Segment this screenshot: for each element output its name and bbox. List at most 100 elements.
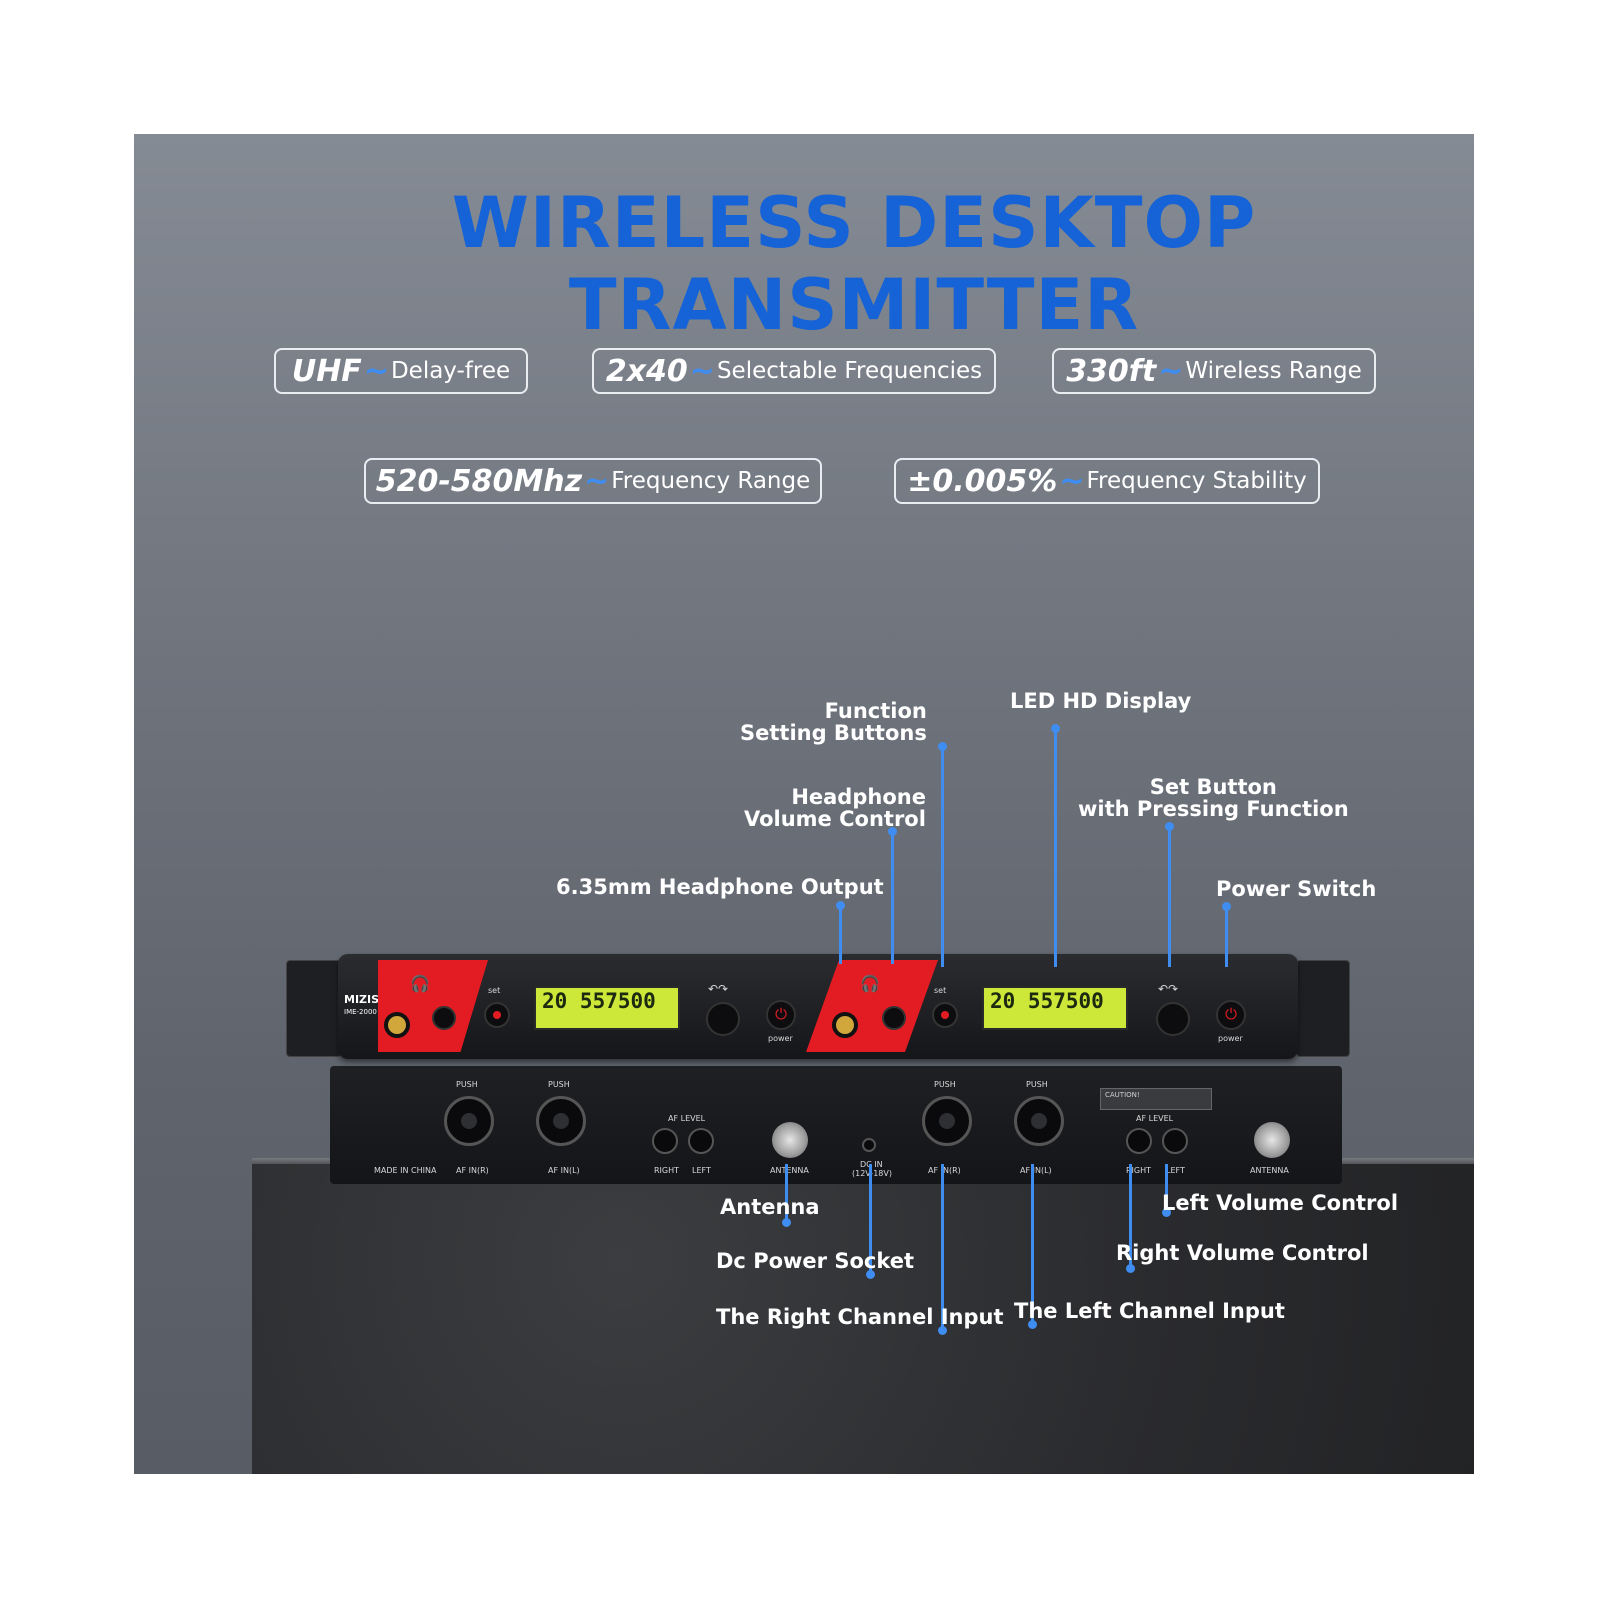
feature-desc: Wireless Range — [1185, 358, 1362, 384]
right-label: RIGHT — [654, 1166, 680, 1175]
leader-dot — [1028, 1320, 1037, 1329]
caution-text: CAUTION! — [1105, 1091, 1140, 1099]
leader-dc-power — [869, 1164, 872, 1274]
leader-headphone-output — [839, 904, 842, 964]
af-in-l-label: AF IN(L) — [1020, 1166, 1052, 1175]
callout-left-channel-input: The Left Channel Input — [1014, 1299, 1285, 1323]
right-volume-knob-1[interactable] — [652, 1128, 678, 1154]
leader-left-volume — [1165, 1164, 1168, 1212]
leader-right-volume — [1129, 1164, 1132, 1268]
callout-set-button: Set Button with Pressing Function — [1078, 776, 1349, 820]
tilde-icon: ~ — [1158, 353, 1184, 389]
callout-right-volume: Right Volume Control — [1116, 1241, 1369, 1265]
caution-sticker: CAUTION! — [1100, 1088, 1212, 1110]
callout-antenna: Antenna — [720, 1195, 820, 1219]
leader-antenna — [785, 1164, 788, 1222]
led-display-2: 20 557500 — [982, 986, 1128, 1030]
feature-desc: Frequency Stability — [1086, 468, 1307, 494]
tilde-icon: ~ — [1059, 463, 1085, 499]
leader-dot — [782, 1218, 791, 1227]
transmitter-rear-panel: MADE IN CHINA PUSH AF IN(R) PUSH AF IN(L… — [330, 1066, 1342, 1184]
callout-headphone-volume: Headphone Volume Control — [744, 786, 926, 830]
power-label: power — [1218, 1034, 1243, 1043]
leader-right-channel-input — [941, 1164, 944, 1332]
callout-power-switch: Power Switch — [1216, 877, 1377, 901]
headphone-volume-knob-2[interactable] — [882, 1006, 906, 1030]
xlr-input-left-2[interactable] — [1014, 1096, 1064, 1146]
dc-power-socket[interactable] — [862, 1138, 876, 1152]
feature-value: 330ft — [1066, 353, 1157, 389]
left-volume-knob-1[interactable] — [688, 1128, 714, 1154]
af-level-label: AF LEVEL — [668, 1114, 706, 1123]
power-icon[interactable]: ⏻ — [1216, 1000, 1246, 1030]
leader-headphone-volume — [891, 830, 894, 964]
antenna-label: ANTENNA — [1250, 1166, 1289, 1175]
xlr-input-right-1[interactable] — [444, 1096, 494, 1146]
rotate-arrows-icon: ↶↷ — [708, 982, 729, 996]
af-in-r-label: AF IN(R) — [928, 1166, 961, 1175]
function-setting-button-2[interactable] — [932, 1002, 958, 1028]
af-in-r-label: AF IN(R) — [456, 1166, 489, 1175]
leader-dot — [938, 1326, 947, 1335]
callout-led-display: LED HD Display — [1010, 689, 1192, 713]
callout-text: Set Button — [1149, 775, 1277, 799]
callout-text: with Pressing Function — [1078, 797, 1349, 821]
product-panel: WIRELESS DESKTOP TRANSMITTER UHF~Delay-f… — [134, 134, 1474, 1474]
function-setting-button-1[interactable] — [484, 1002, 510, 1028]
channel-1-red-panel — [378, 960, 488, 1052]
feature-value: 2x40 — [605, 353, 688, 389]
feature-value: 520-580Mhz — [375, 463, 583, 499]
left-volume-knob-2[interactable] — [1162, 1128, 1188, 1154]
leader-set-button — [1168, 825, 1171, 967]
left-label: LEFT — [692, 1166, 711, 1175]
leader-function-setting — [941, 745, 944, 967]
leader-left-channel-input — [1031, 1164, 1034, 1326]
model-number: IME-2000 — [344, 1008, 377, 1016]
set-knob-1[interactable] — [706, 1002, 740, 1036]
push-label: PUSH — [548, 1080, 570, 1089]
headphone-output-1[interactable] — [384, 1012, 410, 1038]
antenna-connector-1[interactable] — [772, 1122, 808, 1158]
led-display-1: 20 557500 — [534, 986, 680, 1030]
antenna-connector-2[interactable] — [1254, 1122, 1290, 1158]
feature-pill-stability: ±0.005%~Frequency Stability — [894, 458, 1320, 504]
af-level-label: AF LEVEL — [1136, 1114, 1174, 1123]
speaker-cabinet — [252, 1164, 1474, 1474]
set-label: set — [488, 986, 501, 995]
power-label: power — [768, 1034, 793, 1043]
headphone-icon: 🎧 — [860, 974, 880, 993]
feature-desc: Selectable Frequencies — [716, 358, 983, 384]
page-title: WIRELESS DESKTOP TRANSMITTER — [451, 182, 1257, 346]
right-volume-knob-2[interactable] — [1126, 1128, 1152, 1154]
feature-pill-range: 330ft~Wireless Range — [1052, 348, 1376, 394]
tilde-icon: ~ — [584, 463, 610, 499]
push-label: PUSH — [456, 1080, 478, 1089]
feature-pill-uhf: UHF~Delay-free — [274, 348, 528, 394]
callout-left-volume: Left Volume Control — [1162, 1191, 1399, 1215]
rotate-arrows-icon: ↶↷ — [1158, 982, 1179, 996]
headphone-output-2[interactable] — [832, 1012, 858, 1038]
set-knob-2[interactable] — [1156, 1002, 1190, 1036]
tilde-icon: ~ — [689, 353, 715, 389]
xlr-input-left-1[interactable] — [536, 1096, 586, 1146]
xlr-input-right-2[interactable] — [922, 1096, 972, 1146]
right-label: RIGHT — [1126, 1166, 1152, 1175]
left-label: LEFT — [1166, 1166, 1185, 1175]
callout-right-channel-input: The Right Channel Input — [716, 1305, 1004, 1329]
feature-value: UHF — [291, 353, 362, 389]
push-label: PUSH — [1026, 1080, 1048, 1089]
headphone-volume-knob-1[interactable] — [432, 1006, 456, 1030]
callout-text: Headphone — [791, 785, 926, 809]
leader-dot — [866, 1270, 875, 1279]
callout-headphone-output: 6.35mm Headphone Output — [556, 875, 884, 899]
feature-value: ±0.005% — [907, 463, 1058, 499]
power-icon[interactable]: ⏻ — [766, 1000, 796, 1030]
leader-dot — [1126, 1264, 1135, 1273]
push-label: PUSH — [934, 1080, 956, 1089]
feature-pill-frequency-range: 520-580Mhz~Frequency Range — [364, 458, 822, 504]
feature-desc: Delay-free — [390, 358, 511, 384]
tilde-icon: ~ — [363, 353, 389, 389]
callout-text: Setting Buttons — [740, 721, 927, 745]
leader-power-switch — [1225, 905, 1228, 967]
callout-text: Function — [824, 699, 927, 723]
